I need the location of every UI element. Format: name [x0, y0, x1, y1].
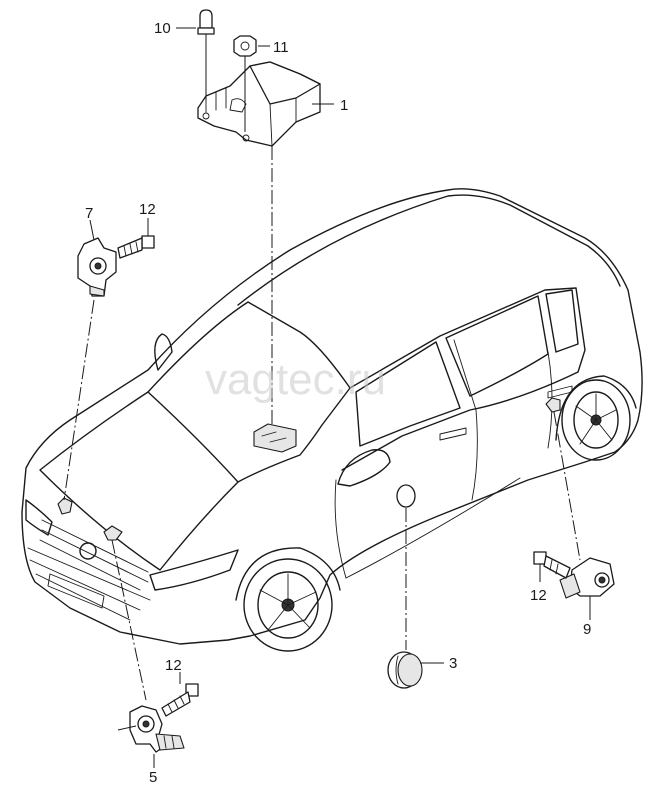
right-headlight	[149, 549, 239, 591]
callout-10: 10	[154, 20, 171, 37]
roof-line	[237, 194, 621, 306]
front-door-seam	[334, 479, 347, 579]
callout-11: 11	[273, 39, 289, 56]
hood-line	[39, 391, 239, 571]
front-wheel-arch	[235, 547, 341, 601]
license-plate	[47, 573, 105, 609]
rear-sensor-marker	[545, 397, 561, 413]
callout-1: 1	[340, 97, 348, 114]
stud-bolt-10	[197, 9, 215, 100]
crash-sensor-9	[559, 557, 615, 620]
airbag-control-unit-marker	[253, 423, 297, 453]
callout-7: 7	[85, 205, 93, 222]
bolt-12-upper	[117, 218, 155, 259]
left-headlight	[25, 499, 53, 536]
door-pressure-sensor-3	[387, 651, 423, 689]
quarter-window	[545, 289, 579, 353]
bolt-12-lower	[161, 672, 199, 717]
bolt-12-rear	[533, 551, 571, 582]
callout-5-pointer	[117, 725, 137, 731]
callout-5: 5	[149, 769, 157, 786]
right-side-mirror	[337, 449, 391, 487]
sill-line	[345, 477, 521, 579]
callout-12-rear: 12	[530, 587, 547, 604]
car-illustration	[21, 188, 643, 652]
front-side-window	[355, 341, 461, 447]
windshield	[147, 301, 351, 483]
front-right-sensor-marker	[103, 525, 123, 541]
callout-9: 9	[583, 621, 591, 638]
grille	[39, 519, 149, 591]
crash-sensor-7	[77, 237, 117, 297]
door-pressure-sensor-marker	[396, 484, 416, 508]
callout-3: 3	[449, 655, 457, 672]
leader-9-to-sensor	[553, 411, 581, 561]
watermark: vagtec.ru	[205, 355, 386, 404]
callout-7-line	[89, 219, 95, 241]
emblem	[79, 542, 97, 560]
airbag-control-unit	[197, 61, 321, 147]
nut-11	[233, 35, 257, 132]
rear-wheel-arch	[555, 375, 637, 441]
belt-line	[341, 287, 586, 471]
leader-7-to-sensor	[63, 299, 95, 501]
callout-12-lower: 12	[165, 657, 182, 674]
rear-wheel	[561, 379, 631, 461]
front-left-sensor-marker	[57, 497, 73, 515]
car-silhouette	[21, 188, 643, 645]
front-bumper	[27, 547, 151, 621]
crash-sensor-5	[129, 705, 185, 753]
callout-12-upper: 12	[139, 201, 156, 218]
b-pillar-seam	[453, 339, 478, 501]
left-side-mirror	[154, 333, 173, 371]
front-door-handle	[439, 427, 467, 441]
leader-5-to-sensor	[111, 539, 147, 701]
front-wheel	[243, 558, 333, 652]
